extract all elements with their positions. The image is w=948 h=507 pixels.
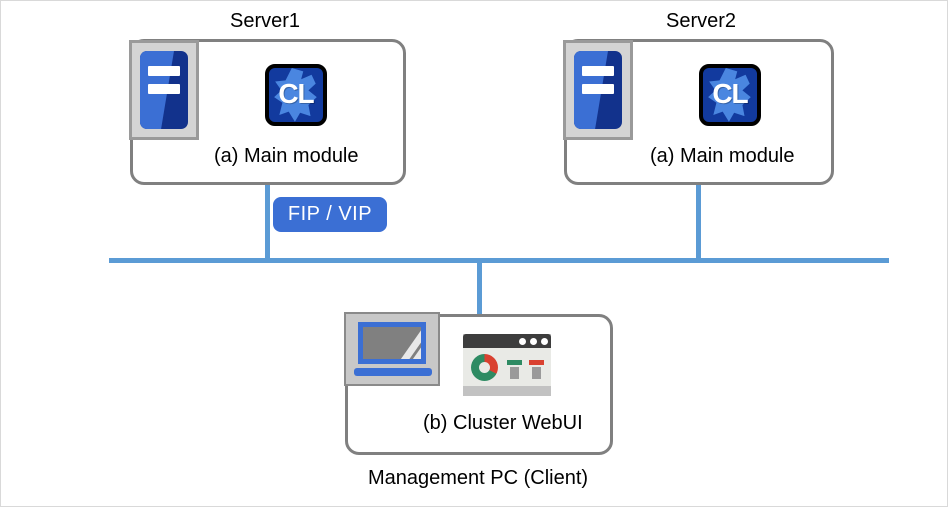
status-bar-icon-1 (507, 360, 522, 379)
server-rack-body (140, 51, 188, 129)
status-bar-cap-2 (529, 360, 544, 365)
server-rack-bar-2 (582, 84, 614, 94)
cl-icon-label: CL (712, 78, 748, 109)
laptop-icon (344, 312, 440, 386)
status-bar-stem-2 (532, 367, 541, 379)
management-pc-network-connector (477, 258, 482, 315)
browser-dot-3 (541, 338, 548, 345)
laptop-screen-stripe-2 (394, 327, 421, 359)
network-bus-line (109, 258, 889, 263)
browser-titlebar (463, 334, 551, 348)
server1-network-connector (265, 185, 270, 263)
browser-content (463, 348, 551, 386)
server-rack-icon (129, 40, 199, 140)
cluster-webui-label: (b) Cluster WebUI (423, 412, 583, 434)
status-bar-cap-1 (507, 360, 522, 365)
clusterpro-cl-icon: CL (699, 64, 761, 126)
server-rack-icon (563, 40, 633, 140)
server-rack-bar-2 (148, 84, 180, 94)
browser-window-icon (463, 334, 551, 396)
server-rack-body (574, 51, 622, 129)
donut-chart-icon (471, 354, 498, 381)
laptop-base (354, 368, 432, 376)
status-bar-stem-1 (510, 367, 519, 379)
server2-title: Server2 (666, 10, 737, 32)
server-rack-bar-1 (582, 66, 614, 76)
laptop-screen (358, 322, 426, 364)
status-bar-icon-2 (529, 360, 544, 379)
server1-title: Server1 (230, 10, 301, 32)
server-rack-bar-1 (148, 66, 180, 76)
fip-vip-badge: FIP / VIP (273, 197, 387, 232)
browser-dot-1 (519, 338, 526, 345)
browser-dot-2 (530, 338, 537, 345)
clusterpro-cl-icon: CL (265, 64, 327, 126)
server2-main-module-label: (a) Main module (650, 145, 795, 167)
cl-icon-label: CL (278, 78, 314, 109)
server1-main-module-label: (a) Main module (214, 145, 359, 167)
server2-network-connector (696, 185, 701, 263)
management-pc-caption: Management PC (Client) (368, 467, 589, 489)
